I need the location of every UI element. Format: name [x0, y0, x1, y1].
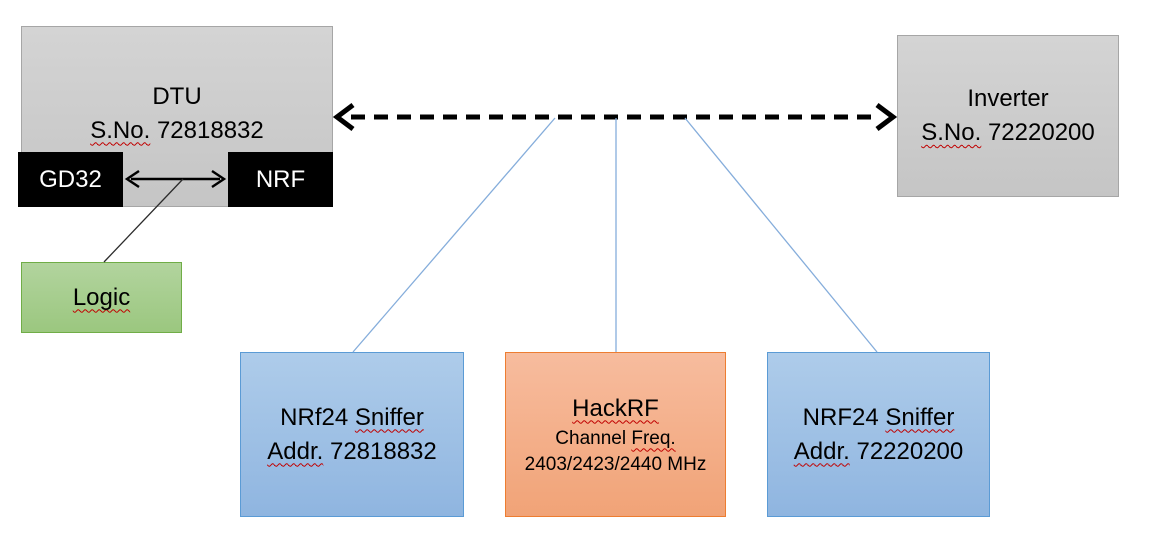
sniffer-right-addr-label: Addr. — [793, 437, 850, 465]
dtu-serial-number: 72818832 — [156, 116, 264, 144]
sniffer-right-role: Sniffer — [885, 403, 955, 431]
node-gd32: GD32 — [18, 152, 123, 207]
inverter-serial: S.No. 72220200 — [921, 116, 1094, 150]
dtu-inverter-dashed-arrow — [332, 103, 898, 131]
node-hackrf: HackRF Channel Freq. 2403/2423/2440 MHz — [505, 352, 726, 517]
node-nrf: NRF — [228, 152, 333, 207]
hackrf-subtitle-prefix: Channel — [555, 427, 627, 449]
inverter-serial-number: 72220200 — [987, 119, 1095, 146]
sniffer-right-model: NRF24 — [802, 403, 879, 431]
sniffer-left-connector-line — [352, 117, 556, 353]
dashed-arrow-right-arrowhead-icon — [875, 103, 898, 131]
dtu-serial: S.No. 72818832 — [90, 114, 263, 148]
sniffer-right-title: NRF24 Sniffer — [803, 401, 955, 435]
dtu-serial-label: S.No. — [90, 116, 151, 144]
dtu-name: DTU — [152, 82, 202, 110]
inverter-name: Inverter — [967, 85, 1049, 112]
sniffer-left-role: Sniffer — [354, 403, 424, 431]
node-sniffer-left: NRf24 Sniffer Addr. 72818832 — [240, 352, 464, 517]
sniffer-right-addr-value: 72220200 — [856, 437, 964, 465]
hackrf-frequencies: 2403/2423/2440 MHz — [524, 453, 707, 475]
hackrf-subtitle: Channel Freq. — [555, 426, 675, 452]
sniffer-right-connector-line — [684, 117, 878, 353]
sniffer-left-addr-label: Addr. — [267, 437, 324, 465]
sniffer-left-model: NRf24 — [280, 403, 349, 431]
sniffer-left-address: Addr. 72818832 — [267, 435, 437, 469]
sniffer-left-addr-value: 72818832 — [329, 437, 437, 465]
inverter-serial-label: S.No. — [921, 119, 982, 146]
node-logic: Logic — [21, 262, 182, 333]
dashed-arrow-left-arrowhead-icon — [332, 103, 355, 131]
sniffer-left-title: NRf24 Sniffer — [280, 401, 424, 435]
node-inverter: Inverter S.No. 72220200 — [897, 35, 1119, 197]
hackrf-subtitle-word: Freq. — [631, 427, 676, 449]
logic-label: Logic — [72, 283, 131, 311]
hackrf-name: HackRF — [572, 394, 659, 422]
node-sniffer-right: NRF24 Sniffer Addr. 72220200 — [767, 352, 990, 517]
gd32-label: GD32 — [39, 165, 102, 193]
sniffer-right-address: Addr. 72220200 — [794, 435, 964, 469]
nrf-label: NRF — [255, 165, 306, 193]
